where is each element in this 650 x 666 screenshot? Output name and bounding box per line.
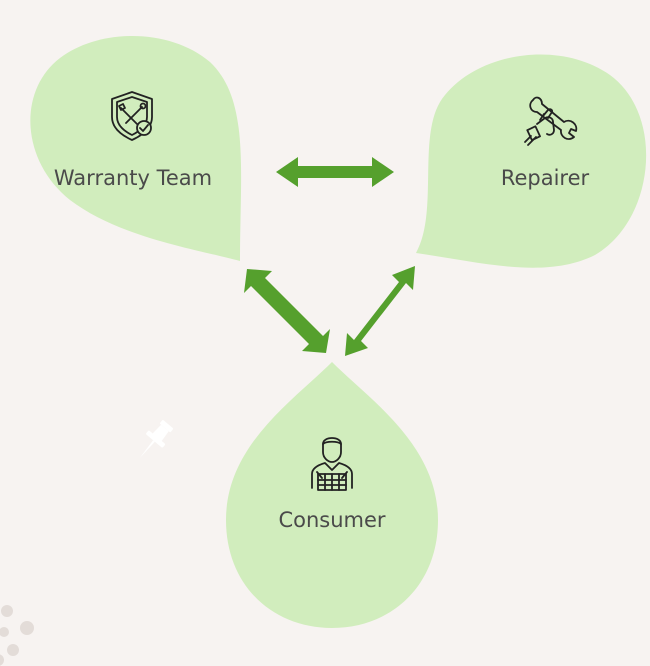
- consumer-label: Consumer: [278, 508, 385, 532]
- decorative-dots: [0, 605, 34, 666]
- repairer-label: Repairer: [501, 166, 590, 190]
- warranty-team-node: [30, 35, 242, 261]
- hand-wrench-icon: [524, 96, 578, 146]
- person-basket-icon: [311, 437, 353, 491]
- arrow-warranty-consumer: [244, 269, 330, 353]
- consumer-node: [226, 362, 438, 628]
- pushpin-icon: [139, 420, 174, 458]
- warranty-team-label: Warranty Team: [54, 166, 212, 190]
- shield-tools-check-icon: [111, 91, 153, 141]
- repairer-node: [416, 54, 647, 268]
- arrow-repairer-consumer: [345, 266, 415, 356]
- arrow-warranty-repairer: [276, 157, 394, 187]
